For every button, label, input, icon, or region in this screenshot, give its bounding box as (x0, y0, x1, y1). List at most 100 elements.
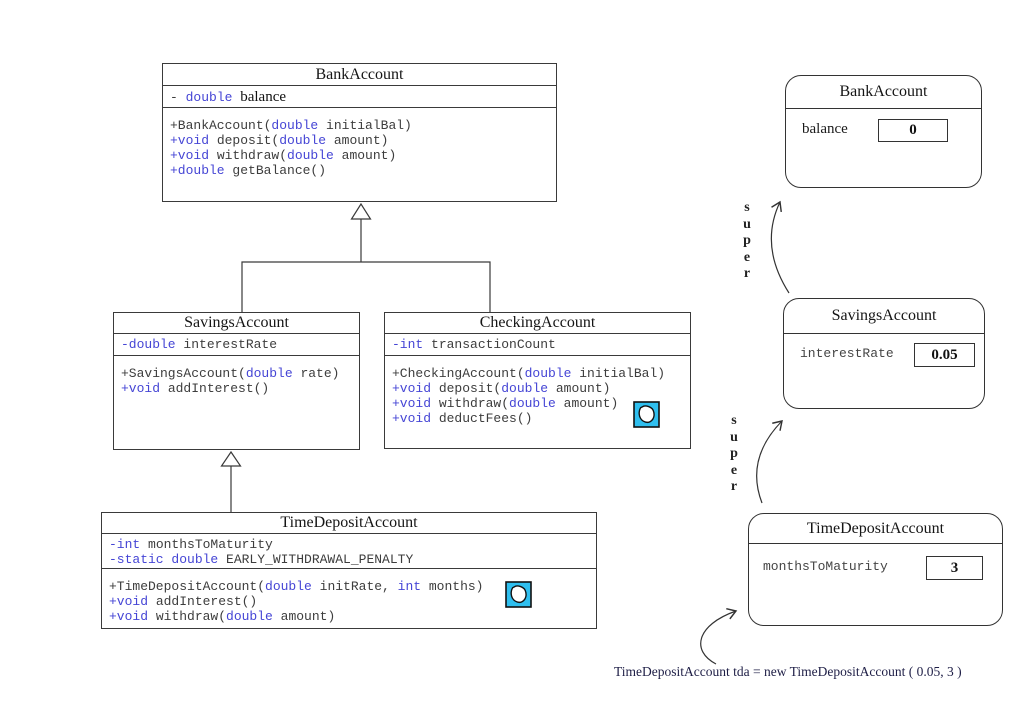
class-methods: +CheckingAccount(double initialBal)+void… (385, 356, 690, 448)
code-line: -int monthsToMaturity (109, 537, 596, 552)
object-body: monthsToMaturity 3 (749, 544, 1002, 625)
class-box-bankaccount: BankAccount - double balance +BankAccoun… (162, 63, 557, 202)
caption-arrow-to-timedeposit-object (700, 607, 738, 665)
value-box-balance: 0 (878, 119, 948, 142)
code-line: +void withdraw(double amount) (392, 396, 690, 411)
code-token: amount) (272, 609, 336, 624)
code-token: initialBal) (318, 118, 412, 133)
field-label-monthstomaturity: monthsToMaturity (763, 559, 888, 574)
code-token: interestRate (175, 337, 278, 352)
code-token: months) (421, 579, 484, 594)
code-line: +void deposit(double amount) (170, 133, 556, 148)
class-attributes: -int monthsToMaturity-static double EARL… (102, 534, 596, 569)
code-token: double (245, 366, 293, 381)
code-token: EARLY_WITHDRAWAL_PENALTY (218, 552, 414, 567)
code-token: deposit( (209, 133, 280, 148)
code-token: double (501, 381, 549, 396)
super-arrow-savings-to-bank (770, 200, 790, 294)
field-label-interestrate: interestRate (800, 346, 894, 361)
super-label: super (743, 200, 751, 281)
inheritance-connector-savingsaccount (220, 450, 242, 512)
code-token: double (509, 396, 556, 411)
code-token: double (271, 118, 319, 133)
code-token: amount) (333, 148, 397, 163)
value-box-monthstomaturity: 3 (926, 556, 983, 580)
code-token: +void (109, 594, 149, 609)
class-box-timedepositaccount: TimeDepositAccount -int monthsToMaturity… (101, 512, 597, 629)
code-token: initialBal) (571, 366, 666, 381)
code-token: addInterest() (160, 381, 270, 396)
code-line: +void withdraw(double amount) (109, 609, 596, 624)
code-token: +void (392, 396, 432, 411)
code-token: -int (109, 537, 141, 552)
super-label: super (730, 413, 738, 494)
code-token: monthsToMaturity (140, 537, 273, 552)
code-line: +BankAccount(double initialBal) (170, 118, 556, 133)
code-token: withdraw( (209, 148, 288, 163)
code-token: double (279, 133, 327, 148)
code-token: - (170, 90, 186, 105)
code-line: +double getBalance() (170, 163, 556, 178)
code-token: int (397, 579, 422, 594)
class-methods: +SavingsAccount(double rate)+void addInt… (114, 356, 359, 449)
code-token: deposit( (431, 381, 502, 396)
code-token: amount) (555, 396, 619, 411)
code-token: +void (392, 381, 432, 396)
class-methods: +BankAccount(double initialBal)+void dep… (163, 108, 556, 201)
code-line: - double balance (170, 89, 556, 106)
code-token: -int (392, 337, 424, 352)
triangle-arrowhead (350, 202, 372, 220)
constructor-caption: TimeDepositAccount tda = new TimeDeposit… (614, 664, 962, 679)
super-arrow-timedeposit-to-savings (756, 420, 783, 504)
code-token: +void (109, 609, 149, 624)
class-attributes: -int transactionCount (385, 334, 690, 356)
code-token: addInterest() (148, 594, 258, 609)
object-box-timedepositaccount: TimeDepositAccount monthsToMaturity 3 (748, 513, 1003, 626)
code-line: +SavingsAccount(double rate) (121, 366, 359, 381)
code-token: balance (240, 89, 287, 105)
class-title: CheckingAccount (385, 313, 690, 334)
speech-bubble-icon (505, 581, 532, 608)
class-title: BankAccount (163, 64, 556, 86)
code-token: amount) (326, 133, 389, 148)
code-line: +void deductFees() (392, 411, 690, 426)
code-token: double (287, 148, 334, 163)
class-attributes: -double interestRate (114, 334, 359, 356)
code-token: +void (392, 411, 432, 426)
object-body: interestRate 0.05 (784, 334, 984, 408)
object-box-bankaccount: BankAccount balance 0 (785, 75, 982, 188)
code-token: double (226, 609, 273, 624)
value-box-interestrate: 0.05 (914, 343, 975, 367)
code-token: withdraw( (148, 609, 227, 624)
code-line: -double interestRate (121, 337, 359, 352)
code-token: +CheckingAccount( (392, 366, 525, 381)
code-token: rate) (292, 366, 340, 381)
object-title: SavingsAccount (784, 299, 984, 334)
code-token: initRate, (311, 579, 398, 594)
object-box-savingsaccount: SavingsAccount interestRate 0.05 (783, 298, 985, 409)
code-line: +void addInterest() (109, 594, 596, 609)
code-token: double (185, 90, 233, 105)
code-token: +double (170, 163, 225, 178)
object-title: BankAccount (786, 76, 981, 109)
code-line: +void addInterest() (121, 381, 359, 396)
code-token: getBalance() (224, 163, 327, 178)
code-line: -int transactionCount (392, 337, 690, 352)
code-token: withdraw( (431, 396, 510, 411)
code-line: +CheckingAccount(double initialBal) (392, 366, 690, 381)
class-attributes: - double balance (163, 86, 556, 108)
code-line: +TimeDepositAccount(double initRate, int… (109, 579, 596, 594)
code-token: amount) (548, 381, 611, 396)
class-box-savingsaccount: SavingsAccount -double interestRate +Sav… (113, 312, 360, 450)
inheritance-connector-bankaccount (241, 202, 491, 312)
code-line: +void deposit(double amount) (392, 381, 690, 396)
object-body: balance 0 (786, 109, 981, 187)
class-title: SavingsAccount (114, 313, 359, 334)
code-token: double (265, 579, 312, 594)
code-token: +void (121, 381, 161, 396)
class-box-checkingaccount: CheckingAccount -int transactionCount +C… (384, 312, 691, 449)
class-title: TimeDepositAccount (102, 513, 596, 534)
speech-bubble-icon (633, 401, 660, 428)
code-token: +BankAccount( (170, 118, 272, 133)
